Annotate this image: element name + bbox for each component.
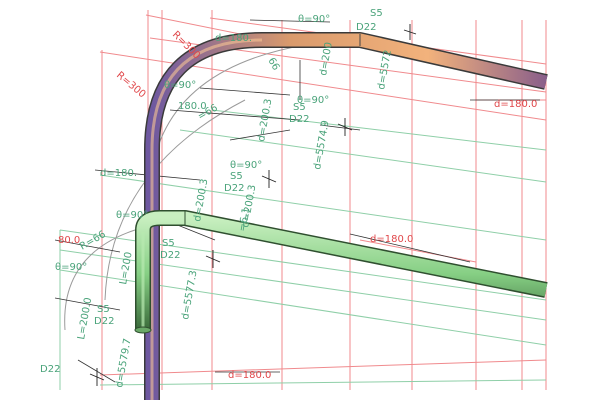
dim-d-left-b: 180.0 [178, 101, 207, 112]
d22-label-e: D22 [40, 364, 60, 375]
d22-label-top: D22 [356, 22, 376, 33]
dim-d-bottom: d=180.0 [228, 370, 271, 381]
s5-label-e: S5 [370, 8, 383, 19]
length-5574: d=5574.9 [312, 120, 331, 171]
theta-label-left: θ=90° [164, 80, 196, 91]
theta-label-mid2: θ=90° [230, 160, 262, 171]
length-5577: d=5577.3 [180, 270, 199, 321]
s5-label-c: S5 [162, 238, 175, 249]
dim-d-left-c: d=180. [100, 168, 137, 179]
d22-label-a: D22 [289, 114, 309, 125]
dim-d-short: 80.0 [58, 235, 80, 246]
length-5579: d=5579.7 [114, 338, 133, 389]
misc-61: =6.1 [237, 207, 252, 233]
d22-label-d: D22 [94, 316, 114, 327]
dim-d-top-right: d=180.0 [494, 99, 537, 110]
misc-66: 66 [265, 56, 281, 73]
theta-label-top: θ=90° [298, 14, 330, 25]
dim-d-mid: d=180.0 [370, 234, 413, 245]
grid-green-lines [59, 109, 547, 390]
length-200-a: d=200.3 [256, 98, 274, 143]
theta-label-low: θ=90° [116, 210, 148, 221]
theta-label-far: θ=90° [55, 262, 87, 273]
s5-label-d: S5 [97, 304, 110, 315]
d22-label-b: D22 [224, 183, 244, 194]
node-markers [89, 24, 417, 386]
theta-label-mid1: θ=90° [297, 95, 329, 106]
grid-red-verticals [101, 10, 547, 390]
length-l-200-b: L=200 [118, 251, 135, 285]
pipe-green[interactable] [134, 210, 548, 334]
dim-d-left-a: d=180. [215, 33, 252, 44]
pipe-orange[interactable] [144, 32, 548, 400]
length-5572: d=5572 [376, 49, 394, 90]
radius-label-left: R=300 [114, 70, 147, 101]
s5-label-b: S5 [230, 171, 243, 182]
length-l-200: L=200.0 [76, 297, 94, 341]
d22-label-c: D22 [160, 250, 180, 261]
s5-label-a: S5 [293, 102, 306, 113]
